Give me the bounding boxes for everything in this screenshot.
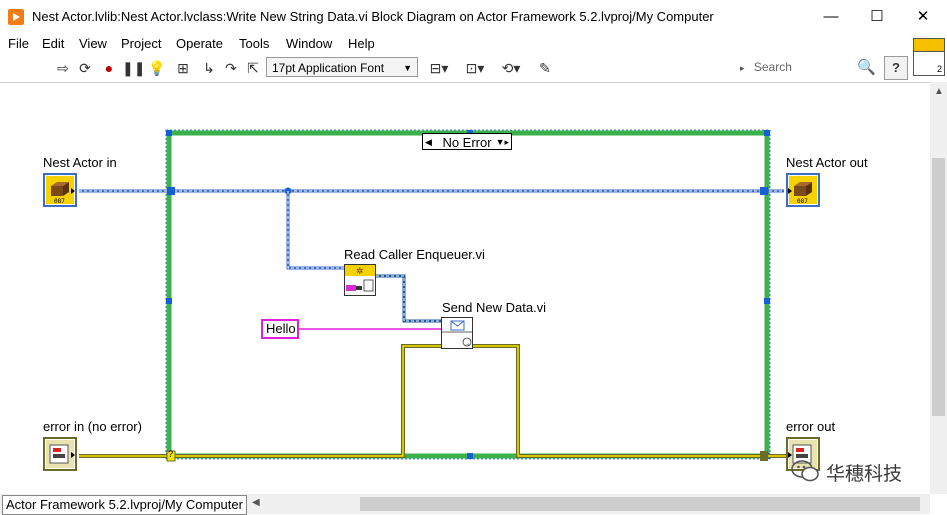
wechat-logo-icon bbox=[791, 460, 819, 482]
read-caller-enqueuer-icon: ✲ bbox=[345, 265, 375, 292]
nest-actor-out-terminal[interactable]: 087 bbox=[786, 173, 820, 207]
step-out-icon[interactable]: ⇱ bbox=[247, 60, 259, 76]
retain-wire-values-icon[interactable]: ⊞ bbox=[177, 60, 189, 76]
labview-app-icon bbox=[8, 9, 24, 25]
window-title: Nest Actor.lvlib:Nest Actor.lvclass:Writ… bbox=[32, 9, 714, 24]
svg-text:087: 087 bbox=[797, 198, 808, 205]
scroll-up-icon[interactable]: ▲ bbox=[934, 86, 944, 97]
case-selector-label: No Error bbox=[442, 135, 492, 150]
menu-help[interactable]: Help bbox=[348, 36, 375, 51]
search-icon[interactable]: 🔍 bbox=[857, 59, 876, 76]
run-continuously-icon[interactable]: ⟳ bbox=[79, 60, 91, 76]
error-wire-to-send[interactable] bbox=[175, 344, 441, 458]
vertical-scroll-thumb[interactable] bbox=[932, 158, 945, 416]
svg-text:087: 087 bbox=[54, 198, 65, 205]
input-tunnel[interactable] bbox=[167, 187, 175, 195]
error-cluster-icon bbox=[46, 440, 75, 468]
align-objects-icon[interactable]: ⊟▾ bbox=[429, 60, 449, 76]
error-out-label: error out bbox=[786, 419, 836, 434]
chevron-down-icon: ▼ bbox=[403, 63, 412, 73]
error-in-terminal[interactable] bbox=[43, 437, 77, 471]
close-button[interactable]: ✕ bbox=[916, 8, 930, 25]
case-structure-border[interactable] bbox=[166, 130, 770, 459]
error-output-tunnel[interactable] bbox=[760, 451, 768, 461]
error-in-label: error in (no error) bbox=[43, 419, 142, 434]
abort-icon[interactable]: ● bbox=[104, 60, 114, 76]
scroll-left-icon[interactable]: ◀ bbox=[252, 497, 260, 508]
svg-text:→: → bbox=[465, 341, 471, 347]
step-into-icon[interactable]: ↳ bbox=[203, 60, 215, 76]
block-diagram[interactable] bbox=[0, 82, 930, 495]
pause-icon[interactable]: ❚❚ bbox=[122, 60, 146, 76]
reorder-objects-icon[interactable]: ⟲▾ bbox=[501, 60, 521, 76]
enqueuer-wire[interactable] bbox=[376, 274, 441, 323]
error-wire-from-send[interactable] bbox=[473, 344, 762, 458]
menu-operate[interactable]: Operate bbox=[176, 36, 223, 51]
font-selector-label: 17pt Application Font bbox=[272, 61, 385, 75]
menu-tools[interactable]: Tools bbox=[239, 36, 270, 51]
maximize-button[interactable]: ☐ bbox=[870, 8, 884, 25]
case-structure-selection bbox=[165, 129, 771, 460]
connector-number: 2 bbox=[936, 64, 942, 74]
send-message-icon: → bbox=[442, 320, 472, 347]
error-input-tunnel[interactable] bbox=[166, 450, 176, 462]
menu-project[interactable]: Project bbox=[121, 36, 162, 51]
menu-edit[interactable]: Edit bbox=[42, 36, 65, 51]
send-new-data-node[interactable]: → bbox=[441, 317, 473, 349]
step-over-icon[interactable]: ↷ bbox=[225, 60, 237, 76]
menu-window[interactable]: Window bbox=[286, 36, 333, 51]
title-bar bbox=[0, 0, 947, 34]
send-new-data-label: Send New Data.vi bbox=[442, 300, 547, 315]
output-tunnel[interactable] bbox=[760, 187, 768, 195]
font-selector[interactable]: 17pt Application Font ▼ bbox=[266, 57, 418, 77]
read-caller-enqueuer-node[interactable]: ✲ bbox=[344, 264, 376, 296]
search-field[interactable]: ▸ Search bbox=[740, 57, 880, 77]
nest-actor-in-terminal[interactable]: 087 bbox=[43, 173, 77, 207]
project-context-label: Actor Framework 5.2.lvproj/My Computer bbox=[2, 495, 247, 515]
connector-pane-icon[interactable]: 2 bbox=[913, 38, 945, 76]
error-cluster-icon bbox=[788, 440, 817, 468]
distribute-objects-icon[interactable]: ⊡▾ bbox=[465, 60, 485, 76]
decrement-case-icon[interactable]: ◀ bbox=[425, 137, 432, 147]
read-caller-enqueuer-label: Read Caller Enqueuer.vi bbox=[344, 247, 485, 262]
horizontal-scroll-thumb[interactable] bbox=[360, 497, 920, 511]
class-wire-branch[interactable] bbox=[286, 191, 344, 270]
actor-class-icon: 087 bbox=[788, 176, 817, 205]
highlight-execution-icon[interactable]: 💡 bbox=[148, 60, 166, 76]
actor-class-icon: 087 bbox=[46, 176, 75, 205]
menu-file[interactable]: File bbox=[8, 36, 29, 51]
menu-view[interactable]: View bbox=[79, 36, 107, 51]
svg-text:✲: ✲ bbox=[356, 266, 364, 276]
minimize-button[interactable]: — bbox=[823, 8, 839, 25]
hello-string-constant[interactable]: Hello bbox=[261, 319, 299, 339]
dropdown-case-icon[interactable]: ▼▸ bbox=[495, 137, 509, 147]
nest-actor-out-label: Nest Actor out bbox=[786, 155, 868, 170]
watermark-text: 华穗科技 bbox=[826, 463, 903, 485]
chevron-right-icon: ▸ bbox=[740, 63, 745, 73]
context-help-button[interactable]: ? bbox=[884, 56, 908, 80]
run-arrow-icon[interactable]: ⇨ bbox=[57, 60, 69, 76]
tunnel-question-mark: ? bbox=[168, 449, 174, 459]
nest-actor-in-label: Nest Actor in bbox=[43, 155, 117, 170]
case-selector[interactable]: ◀ No Error ▼▸ bbox=[422, 133, 512, 150]
search-placeholder: Search bbox=[753, 60, 792, 74]
clean-up-diagram-icon[interactable]: ✎ bbox=[539, 60, 551, 76]
